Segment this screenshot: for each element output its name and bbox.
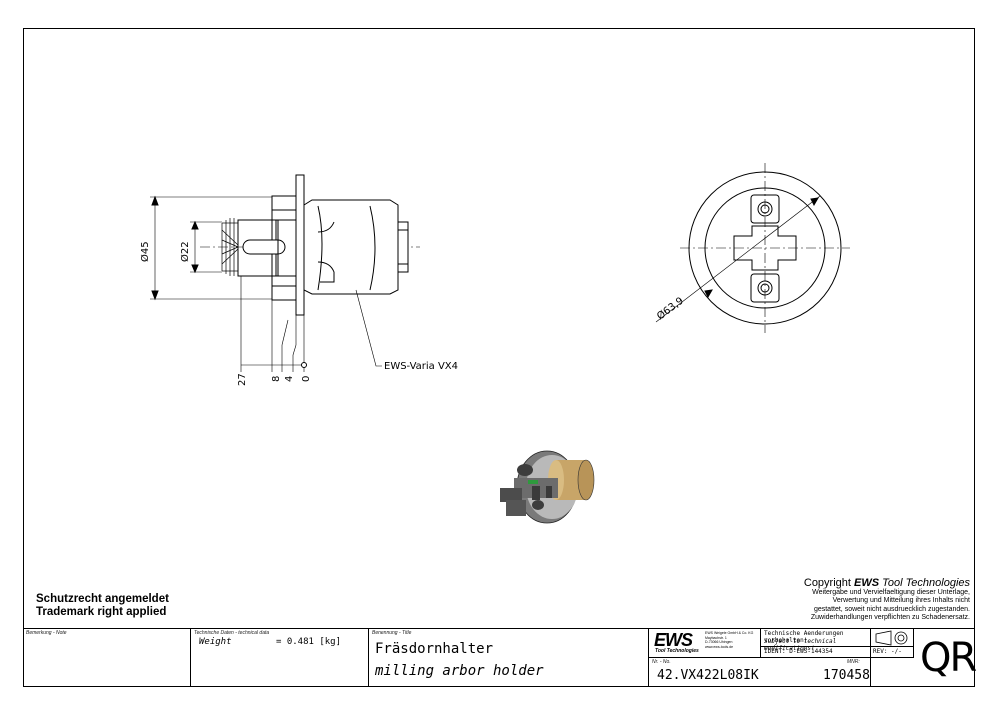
callout-label: EWS-Varia VX4 [384,361,458,372]
patent-notice: Schutzrecht angemeldet Trademark right a… [36,593,169,619]
front-view [655,163,850,333]
part-number-label: Nr. - No. [652,659,671,665]
weight-value: = 0.481 [kg] [276,637,342,647]
part-number: 42.VX422L08IK [657,668,759,683]
changes-cell: Technische Aenderungen vorbehalten! Subj… [761,629,871,658]
company-line: EWS Weigele GmbH & Co. KG [705,631,754,635]
ews-logo-sub: Tool Technologies [655,648,699,654]
dim-d63: Ø63,9 [655,295,686,323]
ident-number: IDENT: D-EWS-144354 [764,648,833,655]
changes-german: Technische Aenderungen vorbehalten! [764,630,844,644]
mnr-number: 170458 [823,668,870,683]
title-label: Benennung - Title [372,630,412,636]
dim-d45: Ø45 [139,241,151,262]
qr-cell: QR [914,629,977,687]
logo-cell: EWS Tool Technologies EWS Weigele GmbH &… [649,629,761,658]
copyright-line: Verwertung und Mitteilung ihres Inhalts … [832,597,970,605]
copyright-line: gestattet, soweit nicht ausdruecklich zu… [813,605,970,613]
copyright-suffix: Tool Technologies [879,577,970,589]
copyright-title: Copyright EWS Tool Technologies [780,577,970,589]
copyright-line: Weitergabe und Vervielfaeltigung dieser … [812,589,970,596]
qr-mark: QR [920,635,977,681]
copyright-prefix: Copyright [803,577,855,589]
dim-27: 27 [237,373,248,386]
title-german: Fräsdornhalter [375,641,494,657]
company-line: D-73066 Uhingen [705,640,733,645]
ews-logo: EWS [654,630,693,650]
iso-render [500,450,595,524]
patent-notice-en: Trademark right applied [36,606,167,618]
company-line: Maybachstr. 1 [705,635,727,640]
title-cell: Benennung - Title Fräsdornhalter milling… [369,629,649,687]
dim-d22: Ø22 [179,241,191,262]
remark-cell: Bemerkung - Note [23,629,191,687]
dim-8: 8 [271,376,282,382]
side-view [150,174,420,372]
tech-data-cell: Technische Daten - technical data Weight… [191,629,369,687]
copyright-block: Copyright EWS Tool Technologies Weiterga… [780,577,970,622]
projection-symbol-icon [875,630,908,646]
dim-4: 4 [284,376,295,382]
projection-cell: REV: -/- [871,629,914,658]
mnr-label: MNR: [847,659,860,665]
tech-data-label: Technische Daten - technical data [194,630,270,636]
weight-label: Weight [199,637,232,647]
title-block: Bemerkung - Note Technische Daten - tech… [23,628,977,688]
title-english: milling arbor holder [375,663,544,679]
dim-0: 0 [301,376,312,382]
part-number-cell: Nr. - No. 42.VX422L08IK MNR: 170458 [649,658,871,687]
copyright-line: Zuwiderhandlungen verpflichten zu Schade… [810,613,970,621]
revision: REV: -/- [873,648,902,655]
copyright-brand: EWS [854,577,880,589]
patent-notice-de: Schutzrecht angemeldet [36,593,169,605]
company-address: EWS Weigele GmbH & Co. KG Maybachstr. 1 … [705,631,753,649]
drawing-frame [23,28,975,687]
company-line: www.ews-tools.de [705,644,734,649]
remark-label: Bemerkung - Note [26,630,67,636]
changes-english: Subject to technical modifications! [764,638,837,652]
